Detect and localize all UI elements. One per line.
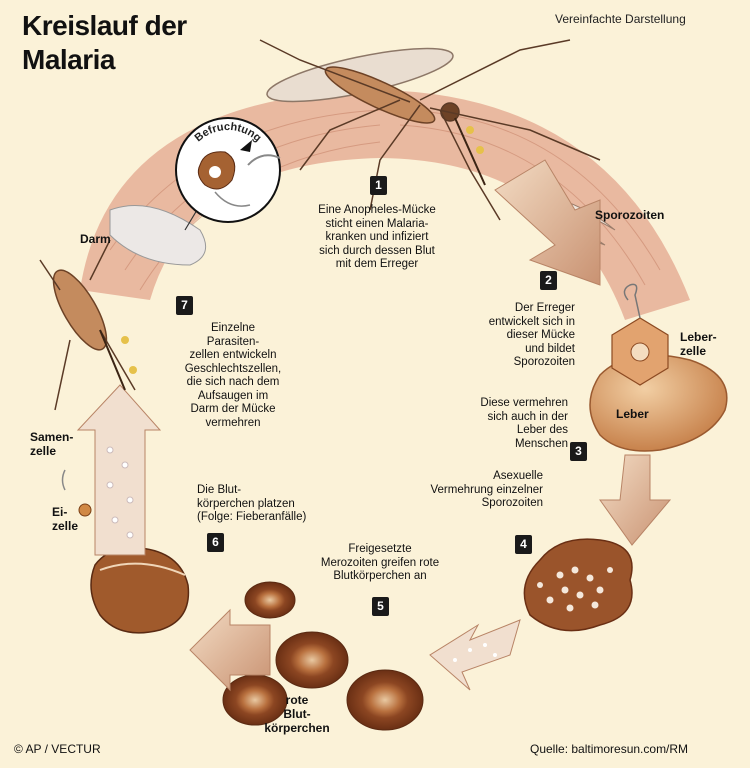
befruchtung-label: Befruchtung bbox=[193, 121, 264, 144]
subtitle: Vereinfachte Darstellung bbox=[555, 12, 686, 26]
step-text-5: Freigesetzte Merozoiten greifen rote Blu… bbox=[320, 543, 440, 582]
burst-liver-cell bbox=[523, 538, 633, 632]
step-number-2: 2 bbox=[540, 271, 557, 290]
step-number-1: 1 bbox=[370, 176, 387, 195]
step-text-2: Der Erreger entwickelt sich in dieser Mü… bbox=[488, 302, 575, 368]
label-eizelle: Ei- zelle bbox=[52, 505, 79, 533]
step-text-6: Die Blut- körperchen platzen (Folge: Fie… bbox=[197, 484, 307, 523]
label-leberzelle: Leber- zelle bbox=[680, 330, 717, 358]
arrow-to-liver bbox=[494, 159, 601, 286]
burst-blood-cell bbox=[90, 546, 190, 634]
title-line-1: Kreislauf der bbox=[22, 10, 187, 41]
source: Quelle: baltimoresun.com/RM bbox=[530, 742, 689, 756]
label-samenzelle: Samen- zelle bbox=[30, 430, 74, 458]
merozoites bbox=[537, 566, 613, 612]
red-blood-cells bbox=[222, 581, 424, 731]
arrow-to-burst bbox=[189, 608, 271, 692]
arrow-to-mosquito bbox=[76, 384, 162, 556]
mosquito-top bbox=[259, 39, 601, 221]
step-number-3: 3 bbox=[570, 442, 587, 461]
step-text-3: Diese vermehren sich auch in der Leber d… bbox=[480, 397, 568, 450]
label-rote-blutkoerperchen: rote Blut- körperchen bbox=[264, 693, 330, 735]
mosquito-gut bbox=[109, 205, 207, 266]
label-sporozoiten: Sporozoiten bbox=[595, 208, 665, 222]
step-text-7: Einzelne Parasiten- zellen entwickeln Ge… bbox=[184, 322, 282, 429]
credit: © AP / VECTUR bbox=[14, 742, 101, 756]
title-line-2: Malaria bbox=[22, 44, 116, 75]
step-number-4: 4 bbox=[515, 535, 532, 554]
step-text-1: Eine Anopheles-Mücke sticht einen Malari… bbox=[318, 204, 436, 270]
label-leber: Leber bbox=[616, 407, 649, 421]
label-darm: Darm bbox=[80, 232, 111, 246]
arrow-to-blood bbox=[429, 619, 521, 691]
arrow-to-cell bbox=[599, 454, 672, 546]
step-number-6: 6 bbox=[207, 533, 224, 552]
liver bbox=[589, 354, 728, 452]
step-number-5: 5 bbox=[372, 597, 389, 616]
mosquito-left bbox=[39, 239, 136, 411]
gametes bbox=[61, 469, 92, 517]
svg-text:Befruchtung: Befruchtung bbox=[193, 121, 264, 144]
step-text-4: Asexuelle Vermehrung einzelner Sporozoit… bbox=[430, 470, 543, 509]
befruchtung-label-svg: Befruchtung bbox=[193, 121, 264, 144]
step-number-7: 7 bbox=[176, 296, 193, 315]
